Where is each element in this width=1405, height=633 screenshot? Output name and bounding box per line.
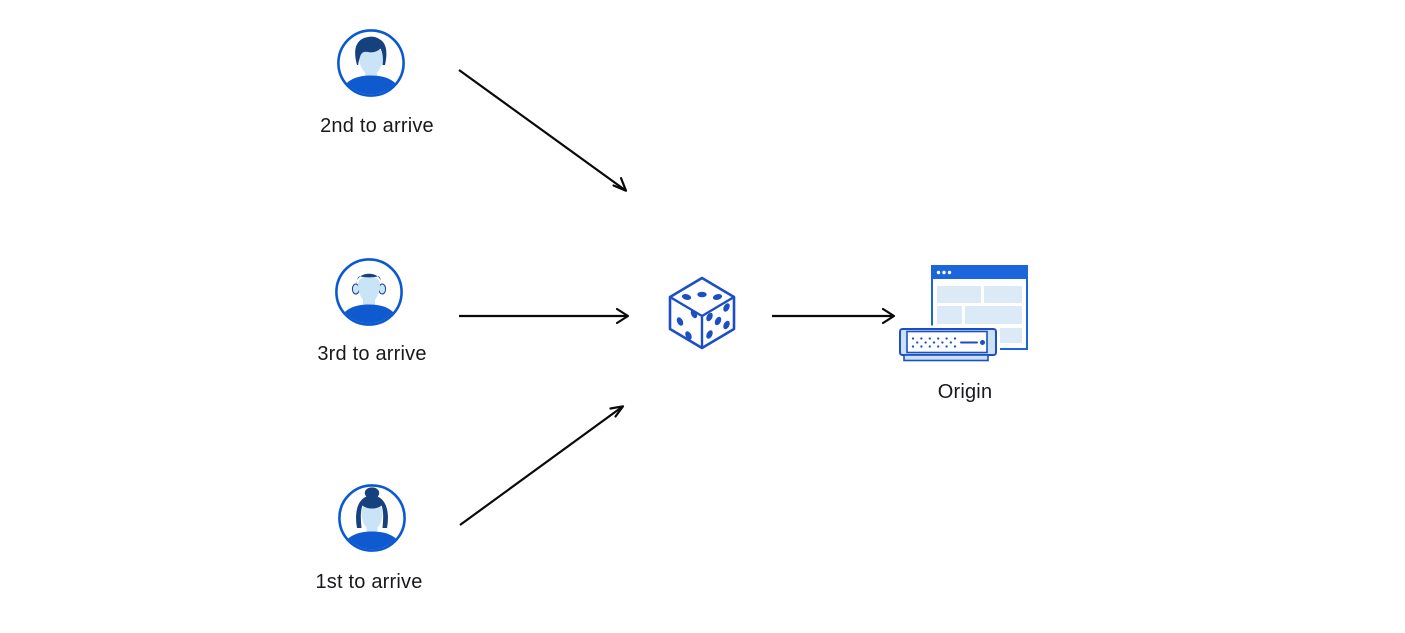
arrow-first-to-dice-icon xyxy=(459,405,625,526)
male-avatar-icon xyxy=(337,29,405,97)
server-power-led xyxy=(980,340,985,345)
arrow-second-to-dice-icon xyxy=(458,69,628,192)
label-user-second: 2nd to arrive xyxy=(320,115,434,137)
label-user-third: 3rd to arrive xyxy=(317,343,427,365)
server-appliance-icon xyxy=(897,325,1000,362)
arrow-third-to-dice-icon xyxy=(459,307,630,325)
dice-icon xyxy=(668,276,736,350)
label-user-first: 1st to arrive xyxy=(315,571,423,593)
server-vent-dots xyxy=(911,337,957,348)
origin-server-icon xyxy=(897,265,1028,362)
label-origin: Origin xyxy=(937,381,993,403)
female-avatar-icon xyxy=(338,484,406,552)
arrow-dice-to-origin-icon xyxy=(772,307,896,325)
male-avatar-icon xyxy=(335,258,403,326)
